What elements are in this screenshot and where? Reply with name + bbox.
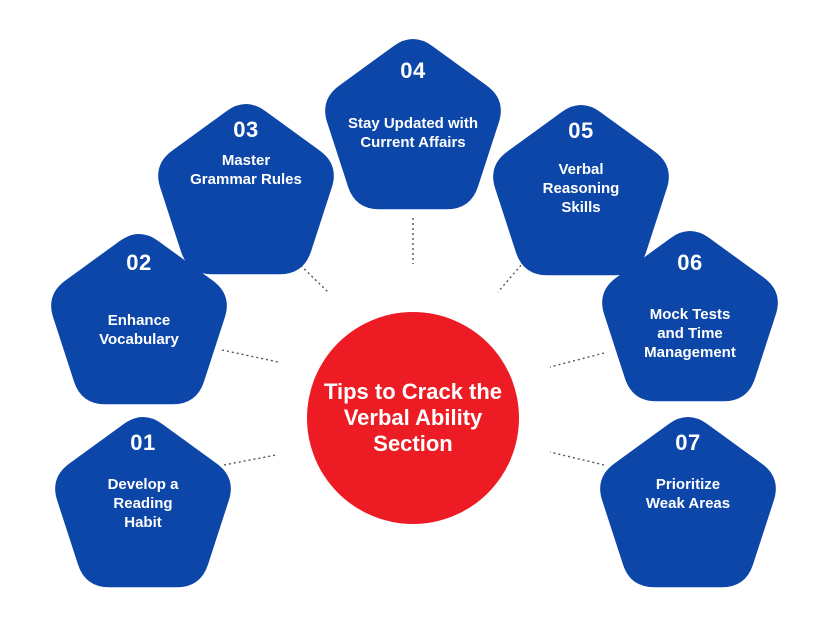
tip-number: 01: [130, 430, 156, 455]
tip-number: 03: [233, 117, 259, 142]
tip-label: Prioritize Weak Areas: [645, 476, 731, 512]
pentagon-shape: [55, 417, 231, 588]
pentagon-shape: [325, 39, 501, 210]
tip-card-04: 04 Stay Updated with Current Affairs: [318, 30, 508, 220]
tip-label: Master Grammar Rules: [190, 152, 302, 188]
pentagon-shape: [600, 417, 776, 588]
connector-06: [549, 352, 605, 368]
tip-label: Develop a Reading Habit: [107, 476, 179, 531]
center-circle: Tips to Crack the Verbal Ability Section: [307, 312, 519, 524]
pentagon-shape: [493, 105, 669, 276]
tip-label: Mock Tests and Time Management: [644, 306, 736, 361]
tip-number: 04: [400, 58, 426, 83]
tip-label: Stay Updated with Current Affairs: [347, 115, 478, 151]
tip-card-02: 02 Enhance Vocabulary: [44, 225, 234, 415]
tip-card-03: 03 Master Grammar Rules: [151, 95, 341, 285]
pentagon-shape: [602, 231, 778, 402]
pentagon-shape: [51, 234, 227, 405]
tip-card-07: 07 Prioritize Weak Areas: [593, 408, 783, 598]
pentagon-shape: [158, 104, 334, 275]
tip-number: 07: [675, 430, 701, 455]
tip-label: Enhance Vocabulary: [99, 312, 179, 348]
connector-03: [289, 254, 329, 293]
connector-07: [549, 451, 605, 466]
connector-01: [223, 454, 277, 466]
tip-number: 06: [677, 250, 703, 275]
tip-number: 05: [568, 118, 594, 143]
tip-label: Verbal Reasoning Skills: [542, 161, 620, 216]
tip-number: 02: [126, 250, 152, 275]
tip-card-06: 06 Mock Tests and Time Management: [595, 222, 785, 412]
connector-05: [497, 249, 535, 293]
tip-card-05: 05 Verbal Reasoning Skills: [486, 96, 676, 286]
tip-card-01: 01 Develop a Reading Habit: [48, 408, 238, 598]
center-title: Tips to Crack the Verbal Ability Section: [323, 379, 503, 456]
